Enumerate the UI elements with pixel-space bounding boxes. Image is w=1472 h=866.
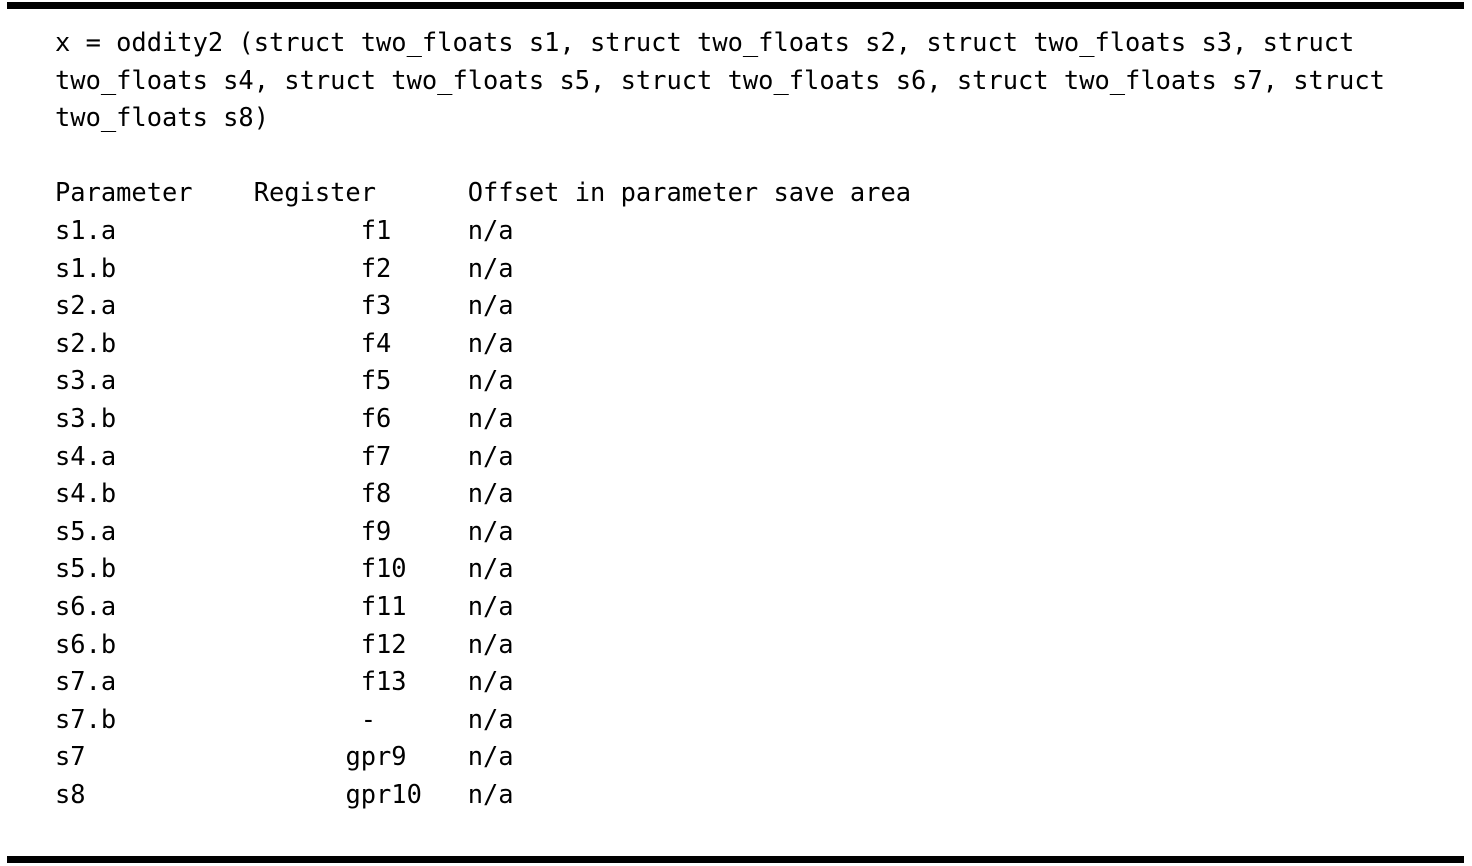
column-header-register: Register (253, 177, 377, 208)
register-cell: f2 (360, 252, 392, 283)
register-cell: f10 (360, 553, 407, 584)
parameter-cell: s5.b (55, 553, 117, 584)
table-row: s7.a f13 n/a (55, 663, 1464, 701)
register-cell: f5 (360, 365, 392, 396)
parameter-cell: s7.a (55, 666, 117, 697)
register-cell: f4 (360, 327, 392, 358)
parameter-cell: s3.a (55, 365, 117, 396)
register-cell: - (360, 703, 377, 734)
table-row: s7.b - n/a (55, 701, 1464, 739)
table-row: s3.b f6 n/a (55, 400, 1464, 438)
register-cell: f11 (360, 590, 407, 621)
table-row: s1.b f2 n/a (55, 250, 1464, 288)
parameter-cell: s4.b (55, 478, 117, 509)
register-cell: f13 (360, 666, 407, 697)
register-cell: gpr9 (345, 741, 407, 772)
offset-cell: n/a (467, 628, 514, 659)
parameter-cell: s5.a (55, 515, 117, 546)
offset-cell: n/a (467, 778, 514, 809)
parameter-cell: s3.b (55, 402, 117, 433)
table-row: s6.b f12 n/a (55, 626, 1464, 664)
table-row: s8 gpr10 n/a (55, 776, 1464, 814)
parameter-cell: s8 (55, 778, 86, 809)
blank-line (55, 137, 1464, 175)
parameter-cell: s6.b (55, 628, 117, 659)
register-cell: f7 (360, 440, 392, 471)
offset-cell: n/a (467, 402, 514, 433)
column-header-offset: Offset in parameter save area (467, 177, 912, 208)
parameter-cell: s7.b (55, 703, 117, 734)
offset-cell: n/a (467, 666, 514, 697)
offset-cell: n/a (467, 365, 514, 396)
offset-cell: n/a (467, 703, 514, 734)
register-cell: f8 (360, 478, 392, 509)
table-row: s6.a f11 n/a (55, 588, 1464, 626)
register-cell: f12 (360, 628, 407, 659)
table-row: s4.a f7 n/a (55, 438, 1464, 476)
parameter-cell: s4.a (55, 440, 117, 471)
table-row: s4.b f8 n/a (55, 475, 1464, 513)
offset-cell: n/a (467, 590, 514, 621)
table-row: s2.a f3 n/a (55, 287, 1464, 325)
parameter-cell: s6.a (55, 590, 117, 621)
signature-line: two_floats s8) (55, 102, 270, 133)
offset-cell: n/a (467, 214, 514, 245)
register-cell: f9 (360, 515, 392, 546)
top-rule (7, 2, 1464, 9)
offset-cell: n/a (467, 252, 514, 283)
offset-cell: n/a (467, 553, 514, 584)
parameter-cell: s2.b (55, 327, 117, 358)
table-row: s1.a f1 n/a (55, 212, 1464, 250)
table-row: s2.b f4 n/a (55, 325, 1464, 363)
table-row: s5.a f9 n/a (55, 513, 1464, 551)
parameter-cell: s1.b (55, 252, 117, 283)
parameter-cell: s2.a (55, 290, 117, 321)
offset-cell: n/a (467, 478, 514, 509)
register-cell: f6 (360, 402, 392, 433)
offset-cell: n/a (467, 290, 514, 321)
register-cell: gpr10 (345, 778, 422, 809)
signature-line: two_floats s4, struct two_floats s5, str… (55, 64, 1385, 95)
parameter-cell: s7 (55, 741, 86, 772)
bottom-rule (7, 856, 1464, 863)
function-signature-and-register-table: x = oddity2 (struct two_floats s1, struc… (55, 24, 1464, 846)
signature-line: x = oddity2 (struct two_floats s1, struc… (55, 27, 1355, 57)
offset-cell: n/a (467, 741, 514, 772)
table-header-row: Parameter Register Offset in parameter sav… (55, 174, 1464, 212)
offset-cell: n/a (467, 327, 514, 358)
offset-cell: n/a (467, 515, 514, 546)
register-cell: f1 (360, 214, 392, 245)
parameter-cell: s1.a (55, 214, 117, 245)
offset-cell: n/a (467, 440, 514, 471)
table-row: s3.a f5 n/a (55, 362, 1464, 400)
table-row: s7 gpr9 n/a (55, 738, 1464, 776)
column-header-parameter: Parameter (55, 177, 193, 208)
register-cell: f3 (360, 290, 392, 321)
table-row: s5.b f10 n/a (55, 550, 1464, 588)
